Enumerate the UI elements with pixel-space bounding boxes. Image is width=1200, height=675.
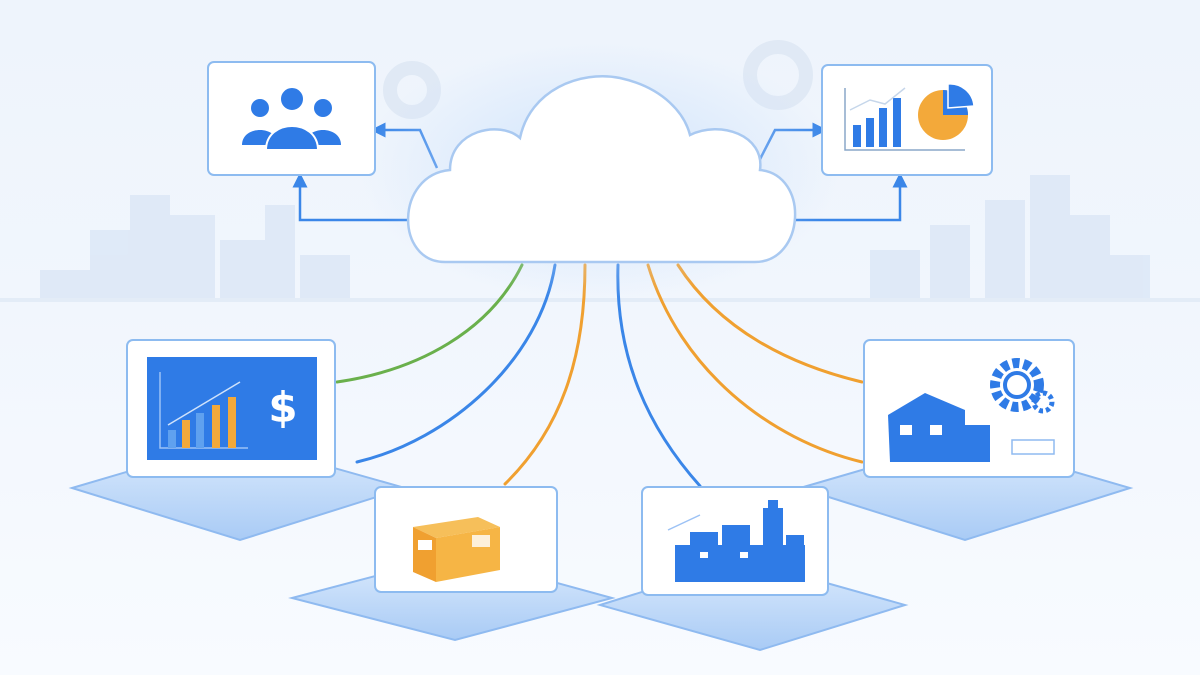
warehouse-panel — [863, 339, 1075, 478]
shipping-panel — [374, 486, 558, 593]
city-skyline-right — [870, 175, 1150, 300]
factory-icon — [667, 500, 805, 582]
connection-orange-warehouse-lower — [646, 263, 864, 464]
cloud-hub — [360, 40, 840, 300]
connection-blue-finance — [355, 263, 557, 464]
people-group-icon — [242, 86, 341, 151]
dollar-sign-icon: $ — [268, 383, 297, 432]
cardboard-box-icon — [413, 517, 500, 582]
finance-panel: $ — [126, 339, 336, 478]
manufacturing-panel — [641, 486, 829, 596]
analytics-panel — [821, 64, 993, 176]
team-panel — [207, 61, 376, 176]
line-team-to-cloud — [292, 172, 412, 222]
line-analytics-to-cloud — [788, 172, 908, 222]
bar-and-pie-chart-icon — [844, 83, 975, 151]
warehouse-gear-icon — [888, 358, 1055, 462]
cloud-icon — [406, 75, 797, 264]
finance-growth-chart-icon — [159, 372, 248, 449]
city-skyline-left — [40, 195, 350, 300]
